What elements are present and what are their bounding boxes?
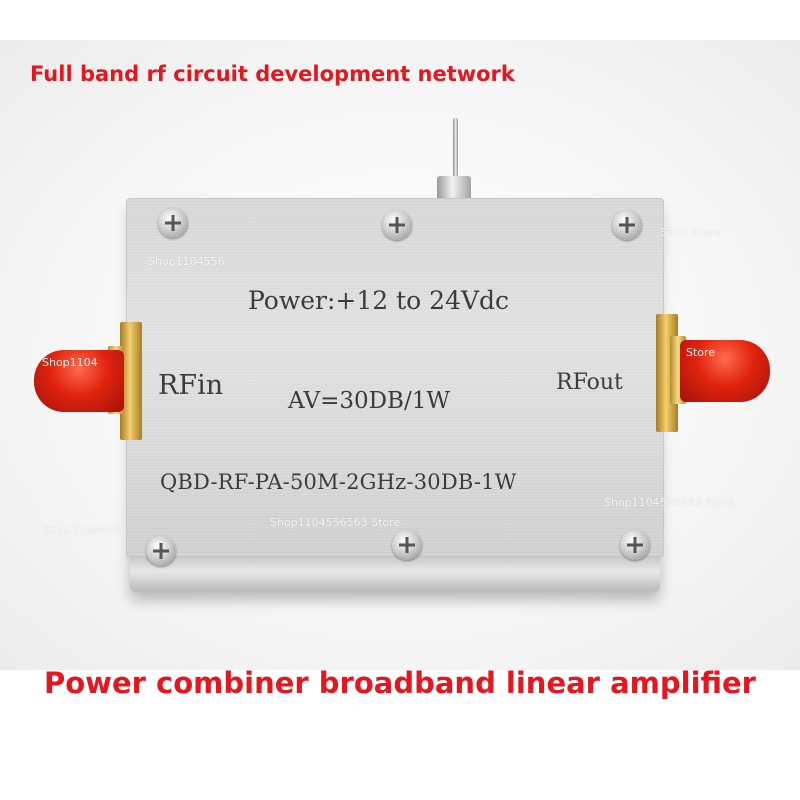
dc-power-wire [453,118,458,188]
enclosure-top-face [126,198,664,558]
screw-icon [620,530,650,560]
watermark-text: Shop1104 [42,356,98,369]
watermark-text: Store [686,346,716,359]
model-number-label: QBD-RF-PA-50M-2GHz-30DB-1W [160,470,517,494]
power-rating-label: Power:+12 to 24Vdc [248,286,510,315]
screw-icon [392,530,422,560]
watermark-text: Shop1104556 [148,255,225,268]
headline-text: Full band rf circuit development network [30,62,515,86]
watermark-text: Shop1104556 [44,524,121,537]
screw-icon [612,210,642,240]
screw-icon [158,208,188,238]
sma-connector-left-flange [120,322,142,440]
screw-icon [382,210,412,240]
enclosure-side-face [130,556,660,590]
watermark-text: Shop1104556563 Store [604,496,735,509]
rf-output-label: RFout [556,370,623,395]
rf-output-dust-cap [680,340,770,402]
watermark-text: Shop1104556563 Store [270,516,401,529]
gain-rating-label: AV=30DB/1W [288,388,450,414]
watermark-text: 5563 Store [660,226,721,239]
rf-input-dust-cap [34,350,124,412]
rf-input-label: RFin [158,370,224,401]
footer-text: Power combiner broadband linear amplifie… [44,666,756,700]
screw-icon [146,536,176,566]
